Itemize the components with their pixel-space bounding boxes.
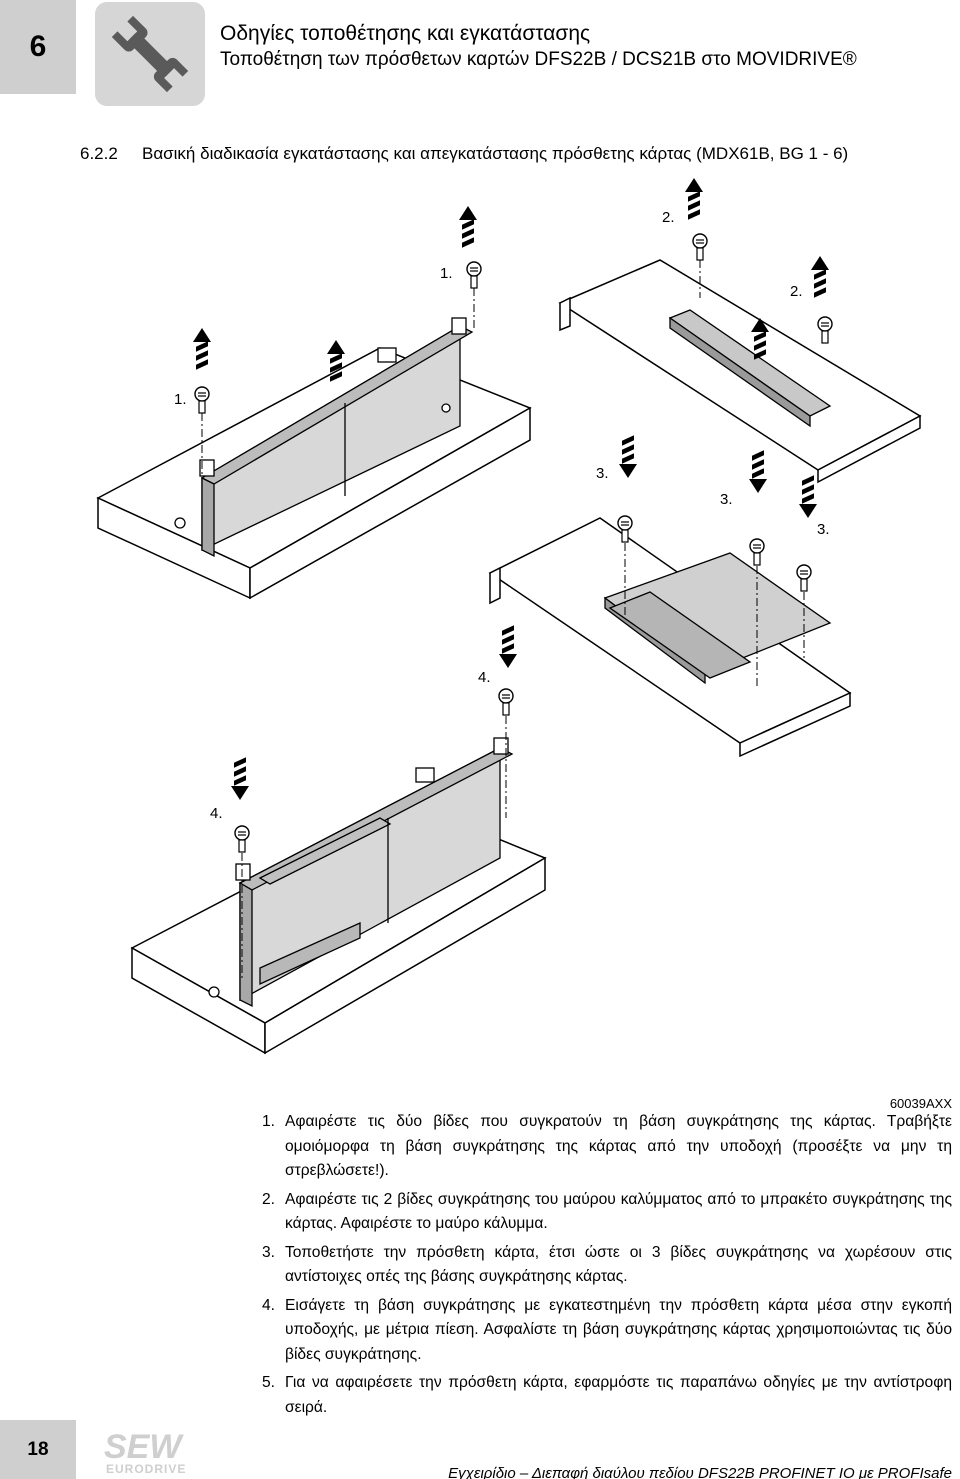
step-text: Τοποθετήστε την πρόσθετη κάρτα, έτσι ώστ… xyxy=(285,1243,952,1286)
figure-label: 3. xyxy=(817,521,830,538)
list-item: 1. Αφαιρέστε τις δύο βίδες που συγκρατού… xyxy=(262,1110,952,1184)
figure-label: 3. xyxy=(720,491,733,508)
card-holder-bottom xyxy=(208,737,514,1008)
step-text: Αφαιρέστε τις δύο βίδες που συγκρατούν τ… xyxy=(285,1113,952,1179)
installation-figure: 1. 1. 2. 2. 3. 3. 3. 4. 4. xyxy=(96,178,922,1055)
page-subtitle: Τοποθέτηση των πρόσθετων καρτών DFS22B /… xyxy=(220,49,857,70)
step-text: Αφαιρέστε τις 2 βίδες συγκράτησης του μα… xyxy=(285,1190,952,1233)
step-number: 4. xyxy=(262,1296,276,1314)
figure-label: 1. xyxy=(174,391,187,408)
logo-text-bottom: EURODRIVE xyxy=(106,1462,186,1476)
step-text: Εισάγετε τη βάση συγκράτησης με εγκατεστ… xyxy=(285,1296,952,1363)
list-item: 2. Αφαιρέστε τις 2 βίδες συγκράτησης του… xyxy=(262,1188,952,1237)
step-number: 2. xyxy=(262,1190,276,1208)
card-holder-top xyxy=(174,317,474,558)
step-number: 5. xyxy=(262,1374,276,1391)
logo-text-top: SEW xyxy=(104,1428,184,1466)
figure-label: 4. xyxy=(210,805,223,822)
section-heading: 6.2.2 Βασική διαδικασία εγκατάστασης και … xyxy=(80,144,848,164)
option-card xyxy=(603,552,832,685)
page-number: 18 xyxy=(0,1420,76,1479)
chapter-number: 6 xyxy=(0,0,76,94)
wrench-icon xyxy=(95,2,205,106)
figure-code: 60039AXX xyxy=(889,1096,952,1111)
list-item: 3. Τοποθετήστε την πρόσθετη κάρτα, έτσι … xyxy=(262,1241,952,1290)
step-number: 1. xyxy=(262,1113,276,1130)
section-number: 6.2.2 xyxy=(80,144,118,163)
page-title: Οδηγίες τοποθέτησης και εγκατάστασης xyxy=(220,22,591,45)
list-item: 5. Για να αφαιρέσετε την πρόσθετη κάρτα,… xyxy=(262,1371,952,1420)
step-text: Για να αφαιρέσετε την πρόσθετη κάρτα, εφ… xyxy=(285,1374,952,1416)
figure-label: 3. xyxy=(596,465,609,482)
step-number: 3. xyxy=(262,1243,276,1261)
figure-label: 4. xyxy=(478,669,491,686)
black-cover xyxy=(668,309,832,428)
section-title: Βασική διαδικασία εγκατάστασης και απεγκ… xyxy=(142,144,849,163)
footer-title: Εγχειρίδιο – Διεπαφή διαύλου πεδίου DFS2… xyxy=(448,1465,952,1479)
sew-eurodrive-logo: SEW EURODRIVE xyxy=(104,1428,186,1476)
instruction-list: 1. Αφαιρέστε τις δύο βίδες που συγκρατού… xyxy=(262,1110,952,1424)
figure-label: 2. xyxy=(790,283,803,300)
figure-label: 2. xyxy=(662,209,675,226)
figure-label: 1. xyxy=(440,265,453,282)
list-item: 4. Εισάγετε τη βάση συγκράτησης με εγκατ… xyxy=(262,1294,952,1368)
